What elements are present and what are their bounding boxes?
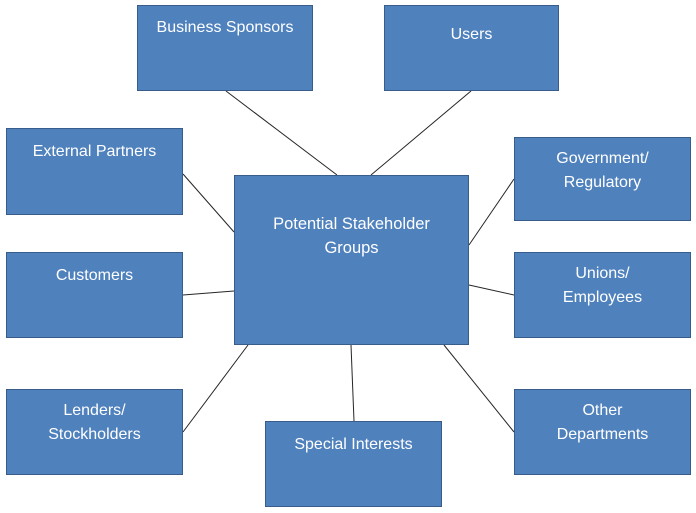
node-customers-label: Customers — [55, 267, 134, 284]
connector-special-interests — [350, 344, 355, 422]
node-external-partners-label: External Partners — [32, 143, 157, 160]
node-customers: Customers — [6, 252, 183, 338]
node-other-departments-label: Other Departments — [556, 402, 649, 443]
node-lenders-stockholders-label: Lenders/ Stockholders — [48, 402, 141, 443]
node-special-interests-label: Special Interests — [294, 436, 413, 453]
node-external-partners: External Partners — [6, 128, 183, 215]
node-unions-employees-label: Unions/ Employees — [562, 265, 643, 306]
node-government-regulatory-label: Government/ Regulatory — [556, 150, 649, 191]
center-node-potential-stakeholder-groups: Potential Stakeholder Groups — [234, 175, 469, 345]
connector-other-departments — [443, 344, 515, 433]
center-node-label: Potential Stakeholder Groups — [273, 215, 430, 257]
node-business-sponsors: Business Sponsors — [137, 5, 313, 91]
node-government-regulatory: Government/ Regulatory — [514, 137, 691, 221]
connector-business-sponsors — [225, 90, 338, 176]
node-other-departments: Other Departments — [514, 389, 691, 475]
connector-government — [468, 178, 515, 246]
node-unions-employees: Unions/ Employees — [514, 252, 691, 338]
node-users: Users — [384, 5, 559, 91]
node-lenders-stockholders: Lenders/ Stockholders — [6, 389, 183, 475]
connector-users — [370, 90, 472, 176]
connector-external-partners — [182, 173, 235, 233]
connector-unions — [468, 284, 515, 296]
node-special-interests: Special Interests — [265, 421, 442, 507]
node-users-label: Users — [450, 26, 493, 43]
node-business-sponsors-label: Business Sponsors — [156, 19, 294, 36]
connector-customers — [182, 290, 235, 296]
connector-lenders — [182, 344, 249, 433]
